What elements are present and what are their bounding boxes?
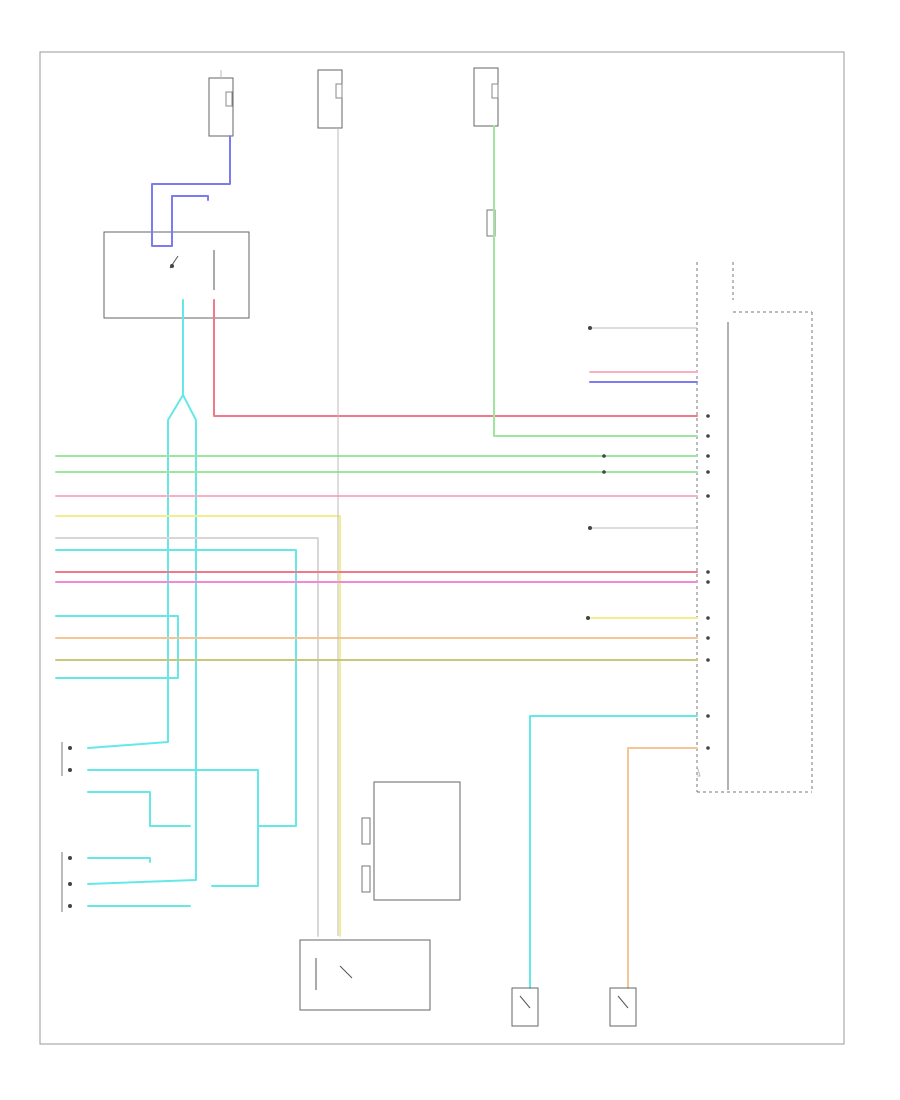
relay-box	[103, 231, 250, 319]
fuse-block-a	[208, 70, 234, 137]
wire-cyan-left	[87, 299, 184, 749]
switch-left-upper	[61, 742, 72, 776]
wire-thin-ground-low	[696, 765, 701, 777]
diagram-frame	[39, 51, 845, 1045]
wire-blue	[151, 135, 231, 247]
control-module	[696, 262, 813, 793]
wire-cyan-f	[87, 857, 151, 863]
wire-cyan-e	[87, 791, 191, 827]
wire-orange-2	[627, 747, 698, 989]
fuse-block-c	[473, 67, 499, 127]
fuse-block-b	[317, 69, 343, 129]
bottom-module	[299, 939, 431, 1011]
center-switch-box	[361, 781, 461, 901]
wire-cyan-right	[87, 394, 197, 885]
wire-cyan-h	[529, 715, 698, 989]
wire-green-vertical	[493, 125, 698, 437]
bottom-switch-a	[511, 987, 539, 1027]
switch-left-lower	[61, 852, 72, 912]
wire-cyan-c	[55, 615, 179, 679]
wire-cyan-main	[55, 549, 297, 827]
wire-cyan-d	[87, 769, 259, 887]
wire-yellow	[55, 515, 341, 937]
module-pins	[586, 326, 710, 750]
wire-red	[213, 299, 698, 417]
wire-gray	[55, 537, 319, 937]
bottom-switch-b	[609, 987, 637, 1027]
